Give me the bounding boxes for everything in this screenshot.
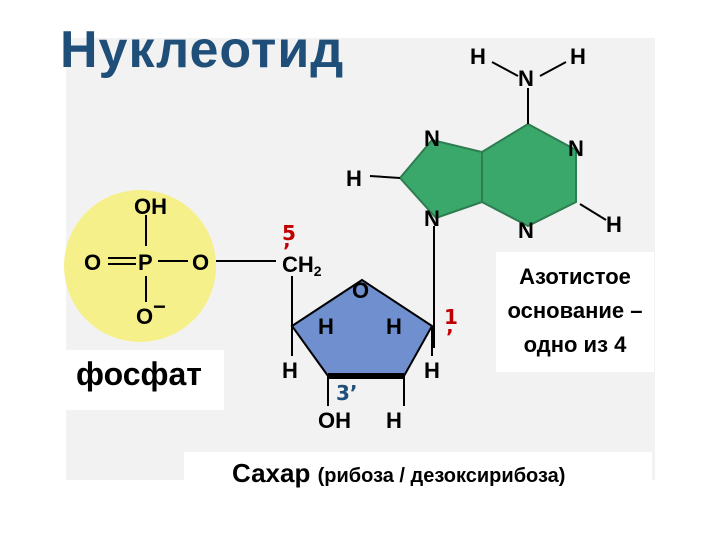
phosphate-o-minus-label: O [136,304,153,329]
base-bonds [369,61,607,348]
base-six-membered-ring [481,122,577,228]
base-label: Азотистое основание – одно из 4 [507,264,643,357]
base-five-membered-ring [398,138,483,220]
phosphate-label: фосфат [76,356,202,392]
sugar-ring [290,278,434,377]
page-title: Нуклеотид [60,21,345,79]
phosphate-o-right-label: O [192,250,209,275]
base-h-top-left-label: H [470,44,486,69]
sugar-h-c4-label: H [282,358,298,383]
sugar-ch2-label: CH2 [282,252,322,279]
sugar-oh-label: OH [318,408,351,433]
phosphate-o-left-label: O [84,250,101,275]
base-n3-label: N [518,218,534,243]
phosphate-label-box [66,350,224,410]
sugar-label-box [184,452,652,498]
base-h2-label: H [606,212,622,237]
five-prime-mark: ’ [283,239,291,263]
phosphate-bonds [108,215,276,302]
base-n9-label: N [424,206,440,231]
sugar-name: Сахар [232,458,311,488]
one-prime-mark: ’ [446,325,454,349]
five-prime-number: 5 [282,221,296,245]
sugar-note: (рибоза / дезоксирибоза) [317,465,566,487]
phosphate-minus-sign: − [153,294,166,319]
sugar-h-inner-left-label: H [318,314,334,339]
base-n1-label: N [568,136,584,161]
base-n7-label: N [424,126,440,151]
sugar-h-c1-label: H [424,358,440,383]
sugar-h-inner-right-label: H [386,314,402,339]
phosphate-oh-label: OH [134,194,167,219]
sugar-label: Сахар (рибоза / дезоксирибоза) [232,458,565,489]
base-h8-label: H [346,166,362,191]
one-prime-number: 1 [444,305,458,329]
three-prime-number: 3’ [336,381,358,405]
phosphate-disc [64,190,216,342]
sugar-ring-o-label: O [352,278,369,303]
phosphate-p-label: P [138,250,153,275]
base-label-box [496,252,654,372]
base-n-amine-label: N [518,66,534,91]
sugar-h-c2-label: H [386,408,402,433]
base-h-top-right-label: H [570,44,586,69]
sugar-bonds [291,276,433,406]
